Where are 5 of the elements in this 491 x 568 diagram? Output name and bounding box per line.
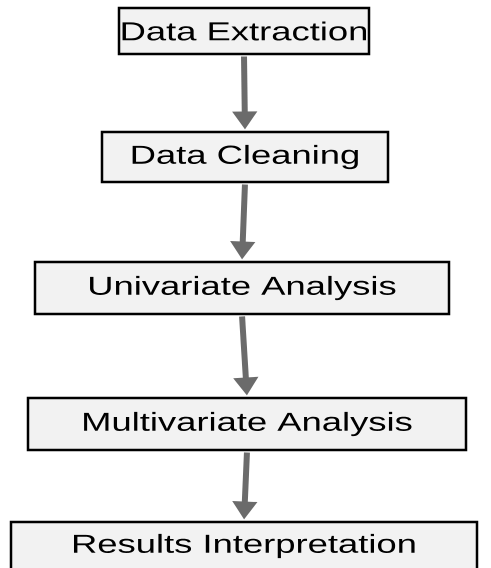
- process-box: Data Cleaning: [100, 130, 390, 184]
- process-box: Data Extraction: [118, 6, 370, 56]
- process-box: Univariate Analysis: [34, 260, 450, 316]
- process-box: Multivariate Analysis: [26, 396, 468, 452]
- process-box: Results Interpretation: [10, 520, 478, 568]
